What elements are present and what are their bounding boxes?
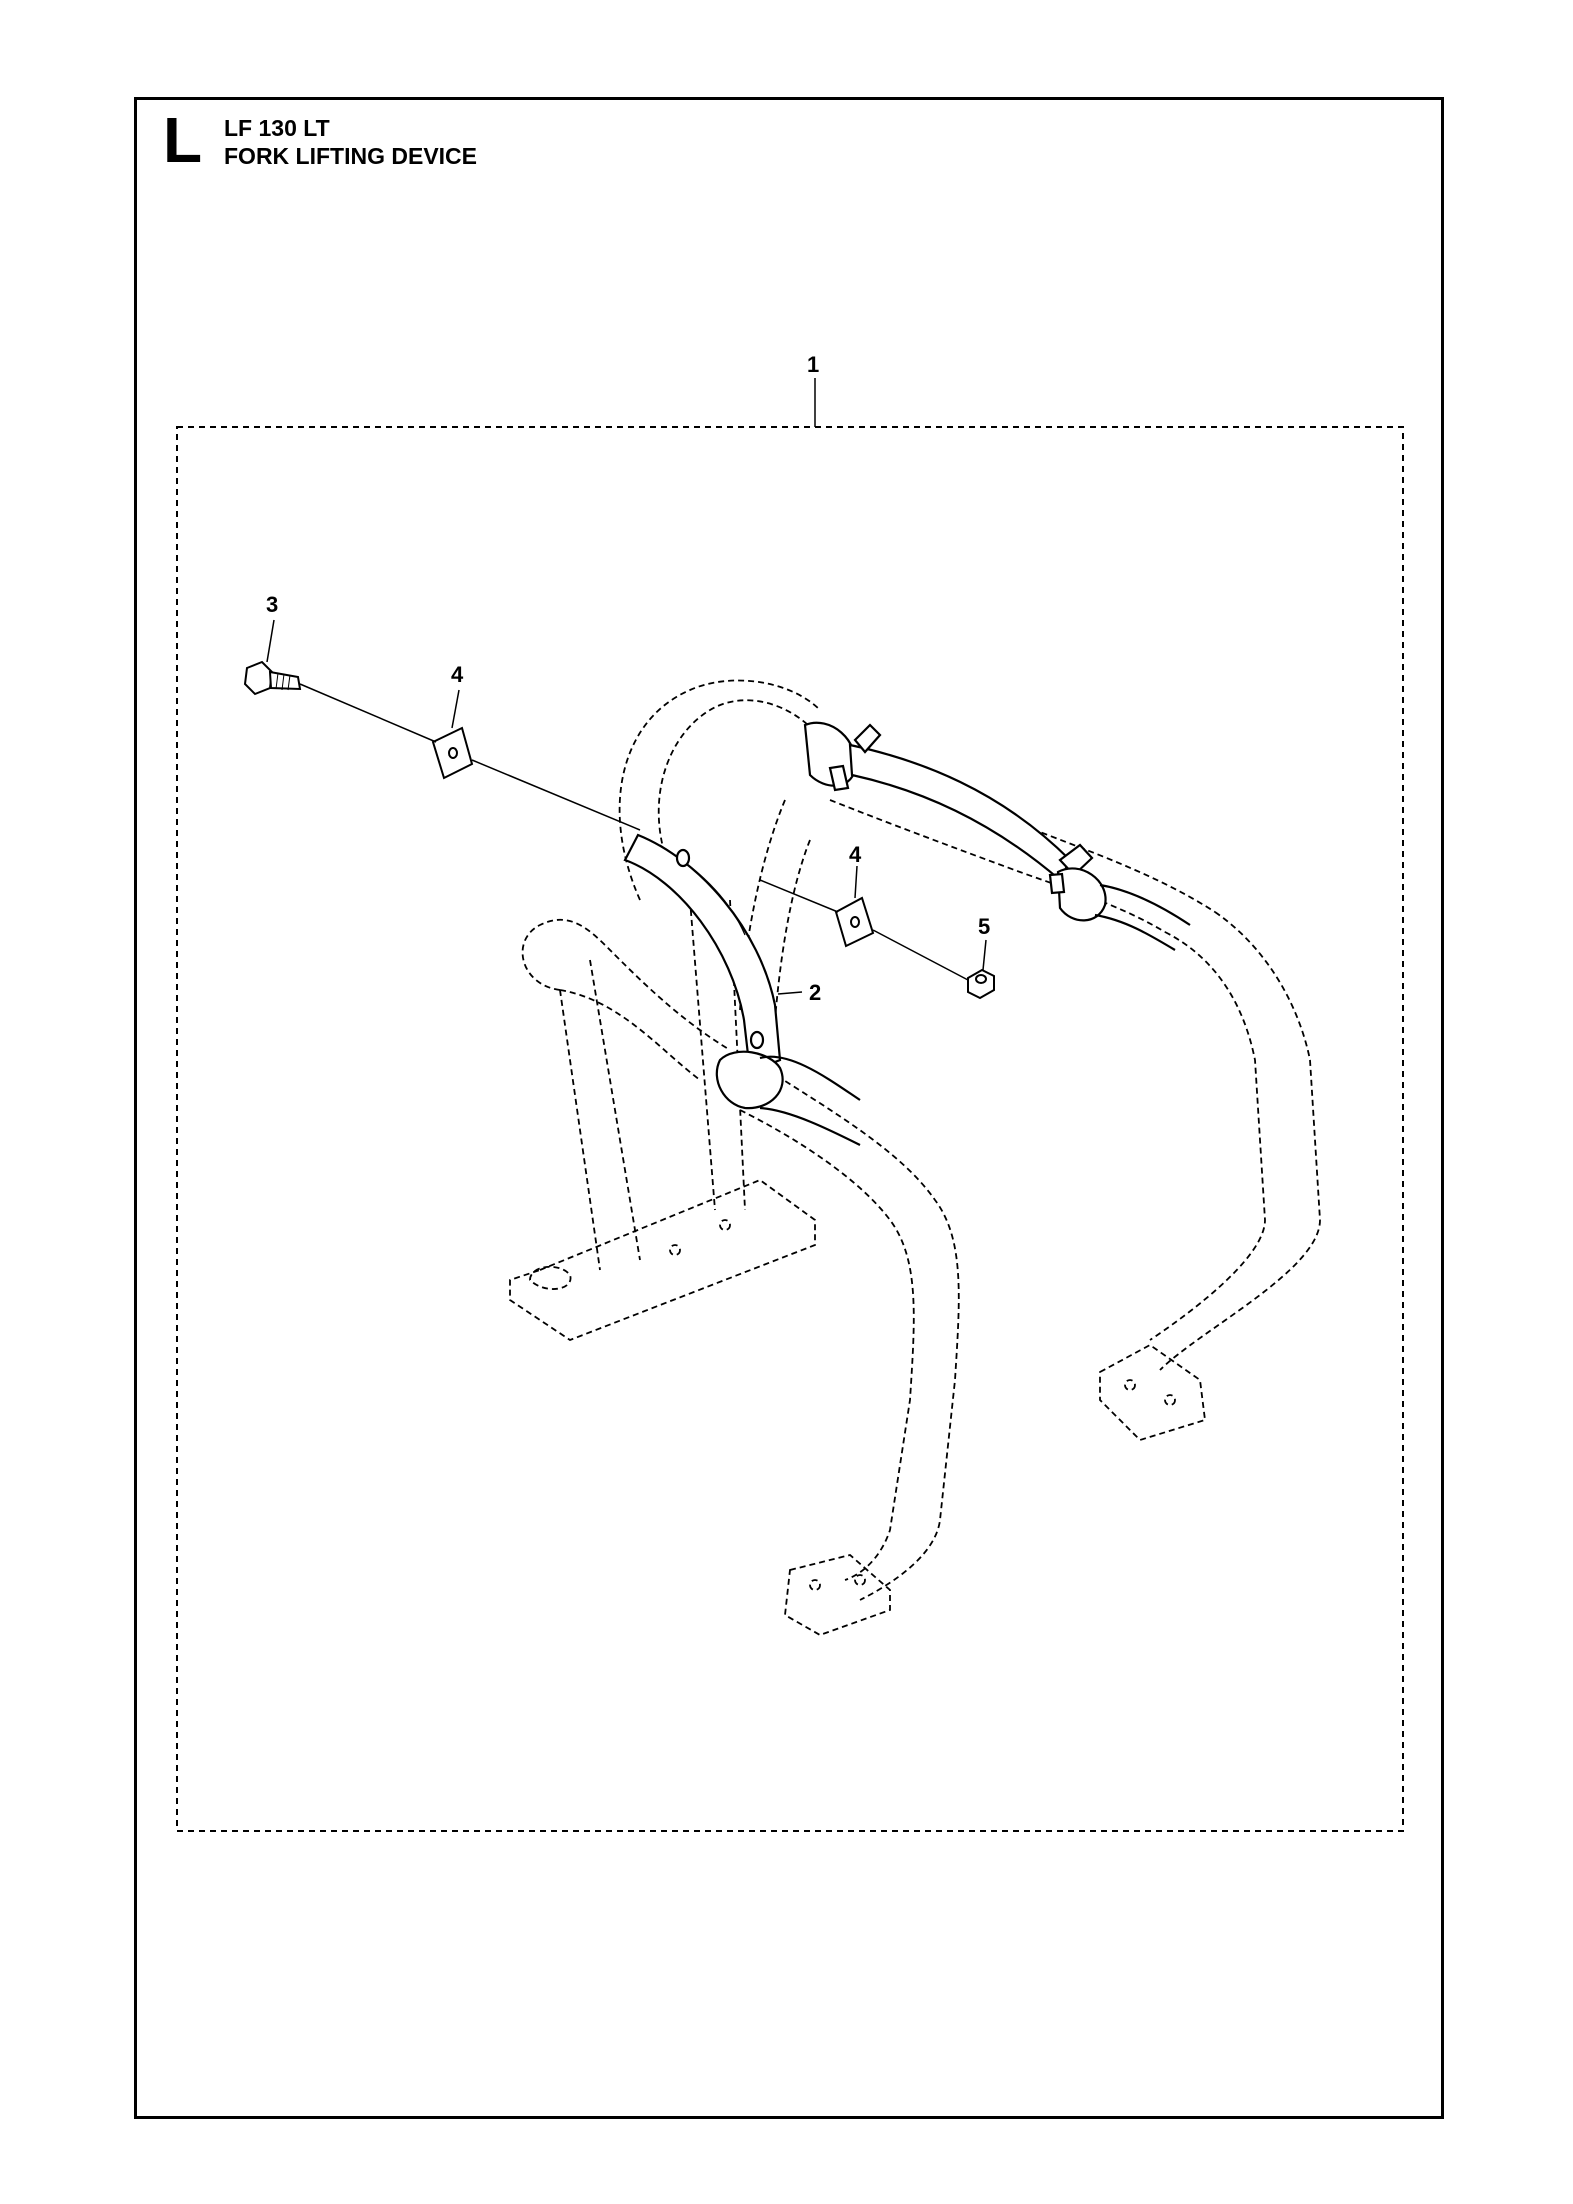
callout-leader-4a (451, 689, 460, 729)
callout-leader-3 (266, 619, 275, 663)
callout-leader-2 (777, 991, 803, 995)
tube-segment-front (715, 1050, 861, 1146)
callout-3: 3 (266, 592, 278, 617)
square-washer-part-4-upper (431, 726, 474, 780)
tube-frame-outline (509, 679, 1321, 1636)
callout-4a: 4 (451, 662, 464, 687)
section-letter: L (163, 104, 203, 176)
callout-4b: 4 (849, 842, 862, 867)
callout-leader-5 (982, 939, 987, 971)
section-title: FORK LIFTING DEVICE (224, 143, 477, 169)
fastener-axis-line (299, 683, 969, 981)
callout-5: 5 (978, 914, 990, 939)
top-rail-clamp-assembly (803, 721, 1191, 951)
callout-1: 1 (807, 352, 819, 377)
callout-leader-4b (854, 865, 858, 899)
kit-boundary (176, 426, 1404, 1832)
title-block: LF 130 LT FORK LIFTING DEVICE (224, 114, 477, 170)
model-name: LF 130 LT (224, 115, 330, 141)
page-frame (134, 97, 1444, 2119)
nut-part-5 (967, 968, 995, 1000)
bolt-part-3 (243, 660, 302, 696)
square-washer-part-4-lower (834, 896, 875, 948)
callout-2: 2 (809, 980, 821, 1005)
